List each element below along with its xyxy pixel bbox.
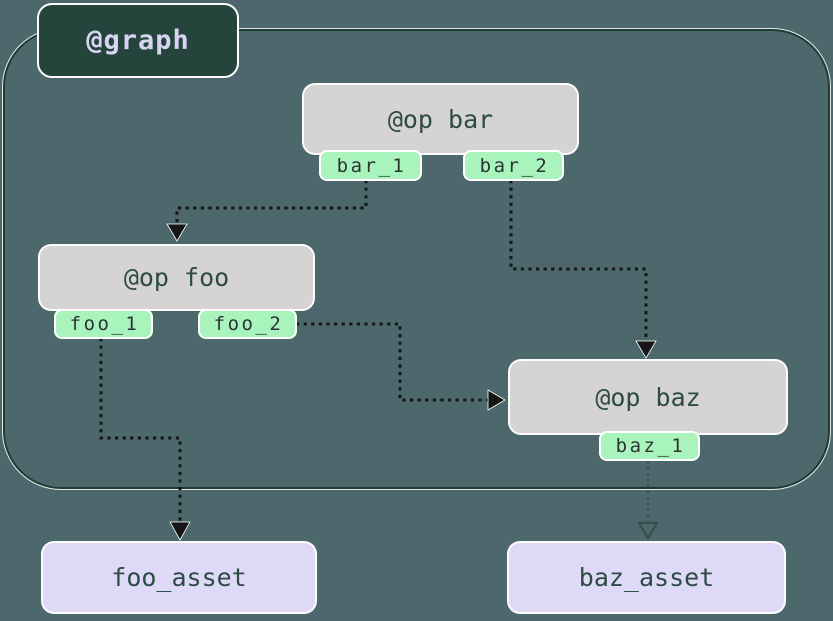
output-tab-foo-1: foo_1 (54, 309, 153, 339)
output-tab-baz-1-label: baz_1 (615, 435, 686, 457)
output-tab-bar-2-label: bar_2 (479, 154, 550, 177)
op-foo-title: @op foo (123, 263, 230, 292)
graph-container-border (2, 28, 831, 490)
asset-foo-label: foo_asset (111, 563, 247, 592)
output-tab-foo-2-label: foo_2 (213, 313, 284, 335)
output-tab-baz-1: baz_1 (599, 431, 700, 461)
graph-label-text: @graph (86, 25, 190, 56)
asset-node-foo-asset: foo_asset (41, 541, 317, 614)
output-tab-foo-2: foo_2 (198, 309, 297, 339)
op-node-baz: @op baz baz_1 (508, 359, 788, 461)
output-tab-foo-1-label: foo_1 (69, 313, 140, 335)
graph-label: @graph (37, 3, 239, 78)
op-bar-title: @op bar (387, 104, 494, 134)
op-node-bar: @op bar bar_1 bar_2 (302, 83, 579, 181)
output-tab-bar-2: bar_2 (463, 150, 564, 181)
op-node-foo: @op foo foo_1 foo_2 (38, 244, 315, 339)
asset-baz-label: baz_asset (578, 563, 715, 592)
arrowhead-foo-asset (169, 521, 191, 541)
output-tab-bar-1: bar_1 (319, 150, 422, 181)
arrowhead-baz-asset (637, 522, 659, 540)
asset-node-baz-asset: baz_asset (507, 541, 786, 614)
op-baz-title: @op baz (595, 382, 701, 412)
output-tab-bar-1-label: bar_1 (336, 154, 407, 177)
